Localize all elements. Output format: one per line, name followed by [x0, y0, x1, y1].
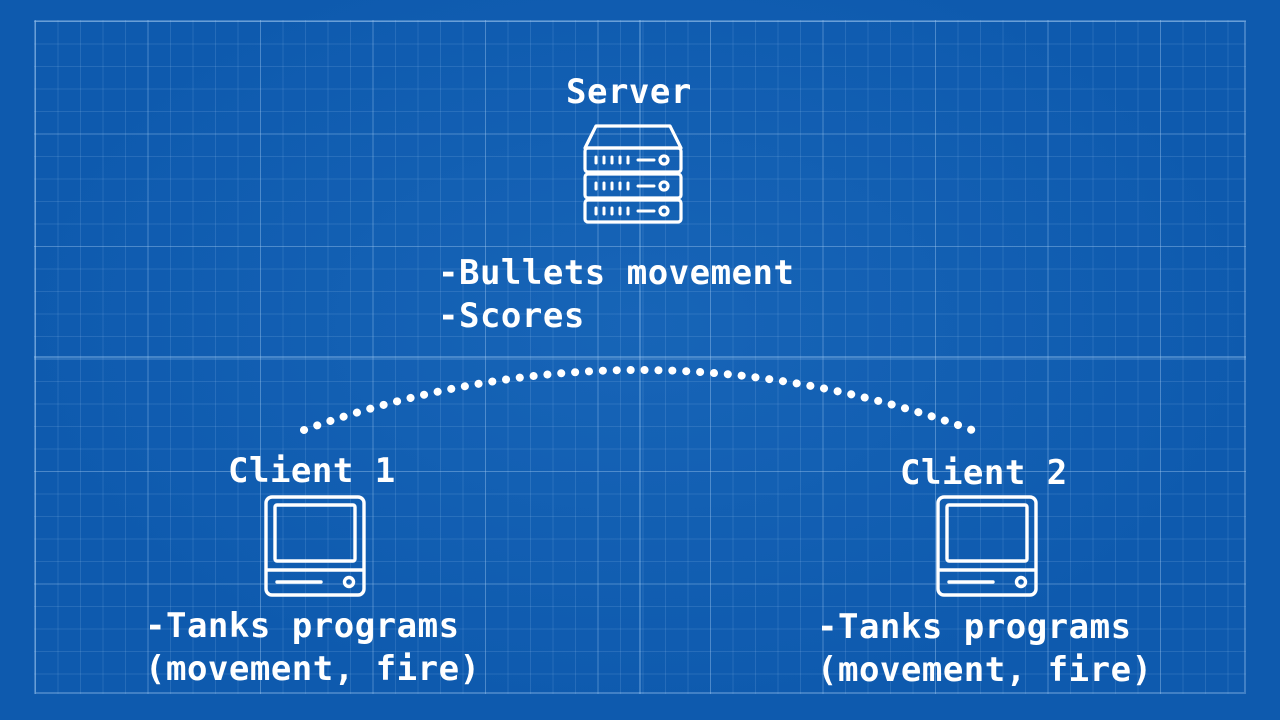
- computer-monitor-icon: [936, 495, 1038, 597]
- grid-frame: [34, 20, 1246, 694]
- dotted-connection: [300, 366, 976, 434]
- client-2-title: Client 2: [900, 453, 1068, 493]
- client-1-note-actions: (movement, fire): [145, 649, 481, 689]
- client-2-note-tanks: -Tanks programs: [817, 607, 1132, 647]
- server-rack-icon: [583, 124, 683, 224]
- center-horizontal-line: [34, 356, 1246, 358]
- client-2-notes: -Tanks programs (movement, fire): [817, 606, 1153, 692]
- server-note-bullets: -Bullets movement: [438, 253, 795, 293]
- center-vertical-line: [639, 20, 641, 694]
- client-1-title: Client 1: [228, 451, 396, 491]
- computer-monitor-icon: [264, 495, 366, 597]
- server-title: Server: [566, 72, 692, 112]
- server-note-scores: -Scores: [438, 296, 585, 336]
- client-2-note-actions: (movement, fire): [817, 650, 1153, 690]
- client-1-notes: -Tanks programs (movement, fire): [145, 605, 481, 691]
- server-notes: -Bullets movement -Scores: [438, 252, 795, 338]
- client-1-note-tanks: -Tanks programs: [145, 606, 460, 646]
